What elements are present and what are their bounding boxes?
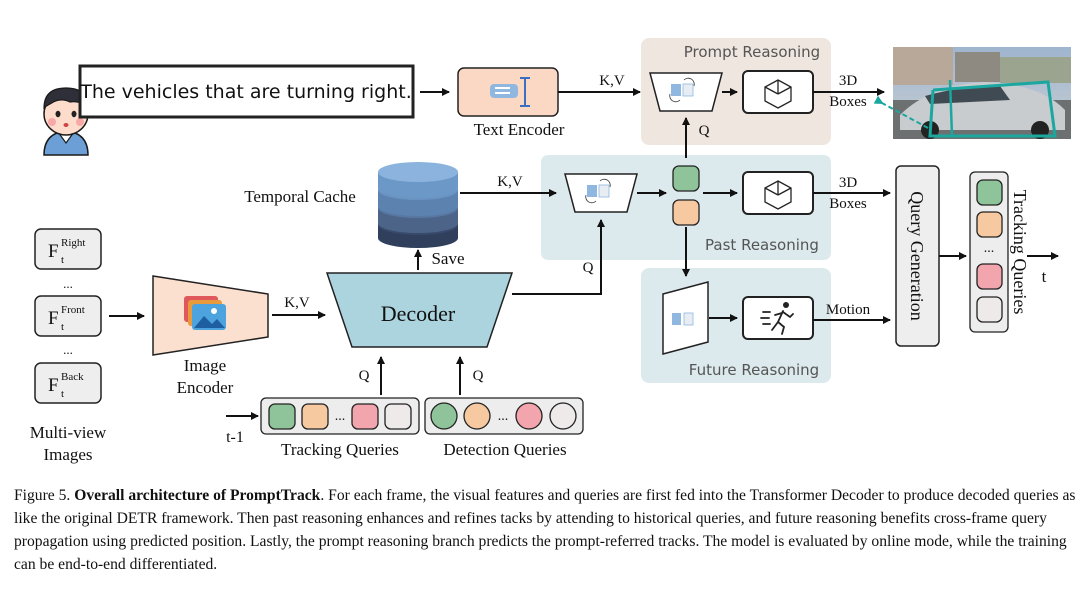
boxes-3d-label-top-l2: Boxes — [829, 94, 867, 110]
arrow-decoder-to-past-attn — [512, 219, 605, 295]
kv-label-past: K,V — [497, 174, 523, 190]
caption-bold-title: Overall architecture of PromptTrack — [74, 487, 321, 504]
caption-body: . For each frame, the visual features an… — [14, 487, 1076, 573]
feature-box-right: F Right t — [34, 228, 102, 270]
tracking-query-green — [268, 403, 296, 430]
t-minus-1-label: t-1 — [226, 429, 244, 446]
kv-label-decoder: K,V — [284, 295, 310, 311]
running-person-icon — [760, 302, 794, 335]
feature-base-symbol: F — [48, 241, 59, 262]
past-reasoning-label: Past Reasoning — [705, 236, 819, 254]
output-query-green — [976, 179, 1003, 206]
architecture-diagram: Prompt Reasoning Past Reasoning Future R… — [30, 38, 1071, 464]
tracking-query-orange — [301, 403, 329, 430]
tracking-queries-label: Tracking Queries — [281, 440, 399, 459]
arrow-dashed-pointer — [873, 95, 929, 129]
tracking-query-ellipsis: ... — [335, 409, 346, 424]
attention-icon — [672, 312, 694, 326]
temporal-cache-database-icon — [378, 162, 458, 248]
prompt-text-box — [78, 64, 415, 119]
output-query-pink — [976, 263, 1003, 290]
attention-icon — [585, 178, 611, 204]
feature-box-front: F Front t — [34, 295, 102, 337]
detection-query-light — [549, 402, 577, 430]
detection-queries-label: Detection Queries — [443, 440, 566, 459]
text-encoder-label: Text Encoder — [474, 120, 565, 139]
driving-scene-image — [893, 47, 1071, 139]
ellipsis-views-2: ... — [63, 342, 73, 357]
feature-box-back: F Back t — [34, 362, 102, 404]
feature-right-superscript: Right — [61, 237, 85, 249]
tracking-queries-vertical-label: Tracking Queries — [1010, 190, 1030, 315]
future-reasoning-label: Future Reasoning — [689, 361, 819, 379]
query-generation-label: Query Generation — [907, 191, 927, 320]
decoder-label: Decoder — [381, 301, 456, 326]
kv-label-prompt: K,V — [599, 73, 625, 89]
t-label: t — [1042, 267, 1047, 286]
image-stack-icon — [184, 296, 226, 330]
q-label-tracking: Q — [359, 368, 370, 384]
multiview-label-l2: Images — [43, 445, 92, 464]
q-label-prompt: Q — [699, 123, 710, 139]
feature-base-symbol: F — [48, 375, 59, 396]
tracking-queries-panel — [260, 397, 420, 435]
user-avatar-icon — [43, 87, 89, 156]
boxes-3d-label-mid-l1: 3D — [839, 175, 858, 191]
save-label: Save — [431, 249, 464, 268]
output-query-light — [976, 296, 1003, 323]
detection-query-green — [430, 402, 458, 430]
boxes-3d-label-top-l1: 3D — [839, 73, 858, 89]
cube-icon — [764, 180, 792, 210]
detection-query-pink — [515, 402, 543, 430]
decoder-block — [325, 272, 514, 348]
temporal-cache-label: Temporal Cache — [244, 187, 356, 206]
tracking-query-light — [384, 403, 412, 430]
prompt-text: The vehicles that are turning right. — [79, 81, 412, 103]
attention-icon — [669, 77, 695, 103]
feature-back-superscript: Back — [61, 371, 84, 383]
image-encoder-label-l2: Encoder — [177, 378, 234, 397]
ellipsis-views-1: ... — [63, 276, 73, 291]
boxes-3d-label-mid-l2: Boxes — [829, 196, 867, 212]
motion-label: Motion — [826, 302, 871, 318]
feature-subscript: t — [61, 388, 64, 400]
prompt-reasoning-label: Prompt Reasoning — [684, 43, 820, 61]
q-label-detection: Q — [473, 368, 484, 384]
refined-query-orange — [672, 199, 700, 226]
q-label-past: Q — [583, 260, 594, 276]
output-query-ellipsis: ... — [984, 241, 995, 256]
output-query-orange — [976, 211, 1003, 238]
detection-query-orange — [463, 402, 491, 430]
future-motion-head — [742, 296, 814, 340]
feature-subscript: t — [61, 321, 64, 333]
feature-base-symbol: F — [48, 308, 59, 329]
detection-queries-panel — [424, 397, 584, 435]
cube-icon — [764, 79, 792, 109]
image-encoder-label-l1: Image — [184, 356, 226, 375]
refined-query-green — [672, 165, 700, 192]
caption-figure-label: Figure 5. — [14, 487, 71, 504]
multiview-label-l1: Multi-view — [30, 423, 107, 442]
text-cursor-icon — [490, 77, 530, 107]
detection-query-ellipsis: ... — [498, 409, 509, 424]
feature-front-superscript: Front — [61, 304, 85, 316]
tracking-query-pink — [351, 403, 379, 430]
feature-subscript: t — [61, 254, 64, 266]
figure-caption: Figure 5. Overall architecture of Prompt… — [14, 484, 1076, 576]
